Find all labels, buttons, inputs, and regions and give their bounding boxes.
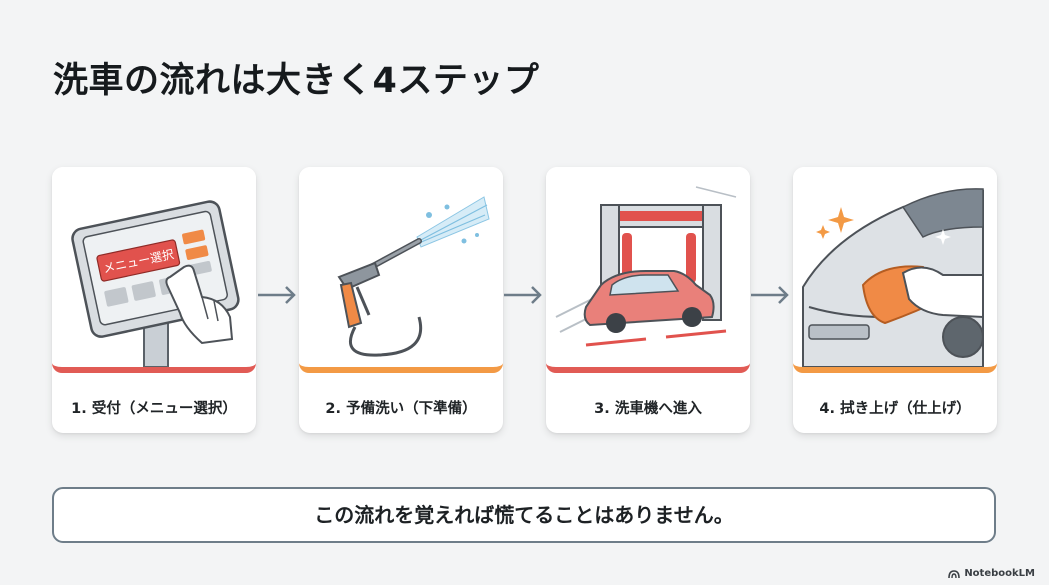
pressure-washer-gun-icon (337, 196, 490, 357)
step-card-2: 2. 予備洗い（下準備） (299, 167, 503, 433)
step-4-label: 4. 拭き上げ（仕上げ） (819, 401, 971, 417)
step-4-illustration (793, 167, 997, 373)
step-card-3: 3. 洗車機へ進入 (546, 167, 750, 433)
step-1-illustration: メニュー選択 (52, 167, 256, 373)
step-2-label: 2. 予備洗い（下準備） (325, 401, 477, 417)
step-card-1: メニュー選択 1. 受付（メニュー選択） (52, 167, 256, 433)
step-2-illustration (299, 167, 503, 373)
towel-wipe-car-icon (802, 188, 984, 367)
arrow-right-icon (258, 286, 296, 304)
step-card-4: 4. 拭き上げ（仕上げ） (793, 167, 997, 433)
step-3-illustration (546, 167, 750, 373)
arrow-right-icon (751, 286, 789, 304)
touchscreen-kiosk-icon: メニュー選択 (71, 200, 240, 367)
page-title: 洗車の流れは大きく4ステップ (53, 61, 540, 101)
arrow-right-icon (504, 286, 542, 304)
brand-text: NotebookLM (964, 568, 1035, 579)
notebooklm-logo-icon (948, 569, 961, 578)
car-wash-machine-icon (555, 186, 737, 347)
brand-watermark: NotebookLM (948, 568, 1035, 579)
step-3-label: 3. 洗車機へ進入 (594, 401, 702, 417)
summary-note: この流れを覚えれば慌てることはありません。 (52, 487, 996, 543)
step-1-label: 1. 受付（メニュー選択） (71, 401, 237, 417)
